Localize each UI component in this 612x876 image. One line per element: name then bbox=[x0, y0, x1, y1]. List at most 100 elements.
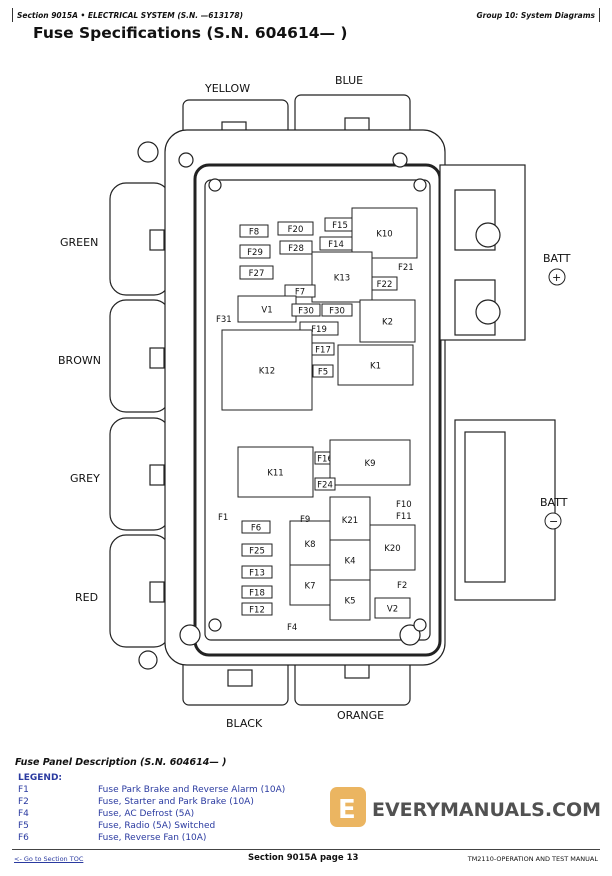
relay-k1-box bbox=[337, 344, 414, 386]
callout-label: F31 bbox=[216, 315, 232, 325]
fuse-f28-box bbox=[279, 240, 313, 255]
fuse-label: F5 bbox=[318, 368, 328, 378]
fuse-label: F17 bbox=[315, 346, 331, 356]
fuse-label: F19 bbox=[311, 325, 327, 335]
fuse-f12-box bbox=[241, 602, 273, 616]
fuse-f13-box bbox=[241, 565, 273, 579]
footer-divider bbox=[12, 849, 600, 850]
batt-positive-label: BATT bbox=[543, 252, 571, 265]
callout-label: F11 bbox=[396, 512, 412, 522]
fuse-label: F8 bbox=[249, 228, 259, 238]
connector-yellow-label: YELLOW bbox=[204, 82, 250, 95]
fuse-label: F15 bbox=[332, 221, 348, 231]
legend-text: Fuse, AC Defrost (5A) bbox=[98, 809, 195, 819]
fuse-f24-box bbox=[314, 477, 336, 491]
relay-label: K2 bbox=[382, 318, 393, 328]
fuse-f5-box bbox=[312, 364, 334, 378]
relay-label: K10 bbox=[376, 230, 392, 240]
legend-text: Fuse, Starter and Park Brake (10A) bbox=[98, 797, 254, 807]
relay-label: K11 bbox=[267, 469, 283, 479]
fuse-label: F25 bbox=[249, 547, 265, 557]
relay-label: K8 bbox=[305, 540, 316, 550]
diode-label: V2 bbox=[387, 605, 398, 615]
fuse-f6-box bbox=[241, 520, 271, 534]
fuse-f30-box bbox=[291, 303, 321, 317]
page-title: Fuse Specifications (S.N. 604614— ) bbox=[33, 24, 348, 42]
fuse-label: F28 bbox=[288, 244, 304, 254]
relay-k13-box bbox=[311, 251, 373, 303]
relay-label: K13 bbox=[334, 274, 350, 284]
relay-label: K20 bbox=[384, 544, 400, 554]
header-group: Group 10: System Diagrams bbox=[476, 11, 596, 20]
connector-brown-label: BROWN bbox=[58, 354, 101, 367]
callout-label: F21 bbox=[398, 263, 414, 273]
fuse-label: F22 bbox=[377, 280, 393, 290]
fuse-label: F30 bbox=[329, 307, 345, 317]
relay-label: K9 bbox=[365, 459, 376, 469]
diode-v1-box bbox=[237, 295, 297, 323]
relay-k7-box bbox=[289, 564, 331, 606]
watermark-logo: E EVERYMANUALS.COM bbox=[330, 787, 600, 827]
fuse-label: F18 bbox=[249, 589, 265, 599]
fuse-label: F24 bbox=[317, 481, 333, 491]
plus-icon bbox=[548, 268, 566, 286]
fuse-label: F29 bbox=[247, 248, 263, 258]
legend-heading: LEGEND: bbox=[18, 773, 63, 783]
header-section: Section 9015A • ELECTRICAL SYSTEM (S.N. … bbox=[17, 11, 243, 20]
legend-key: F6 bbox=[18, 833, 29, 843]
connector-grey-label: GREY bbox=[70, 472, 100, 485]
fuse-f7-box bbox=[284, 284, 316, 298]
fuse-f20-box bbox=[277, 221, 314, 236]
relay-k21-box bbox=[329, 496, 371, 543]
fuse-label: F14 bbox=[328, 240, 344, 250]
relay-k12-box bbox=[221, 329, 313, 411]
fuse-label: F7 bbox=[295, 288, 305, 298]
fuse-label: F6 bbox=[251, 524, 261, 534]
fuse-label: F20 bbox=[288, 225, 304, 235]
legend-key: F4 bbox=[18, 809, 29, 819]
relay-label: K12 bbox=[259, 367, 275, 377]
legend-key: F1 bbox=[18, 785, 29, 795]
minus-icon bbox=[544, 512, 562, 530]
legend-key: F2 bbox=[18, 797, 29, 807]
legend-row: F6 Fuse, Reverse Fan (10A) bbox=[18, 832, 285, 844]
page-header: Section 9015A • ELECTRICAL SYSTEM (S.N. … bbox=[12, 8, 600, 22]
callout-label: F1 bbox=[218, 513, 228, 523]
fuse-label: F12 bbox=[249, 606, 265, 616]
fuse-f30-box bbox=[321, 303, 353, 317]
section-toc-link[interactable]: <- Go to Section TOC bbox=[14, 855, 84, 863]
svg-text:E: E bbox=[338, 795, 356, 825]
fuse-label: F30 bbox=[298, 307, 314, 317]
relay-label: K21 bbox=[342, 516, 358, 526]
fuse-label: F16 bbox=[317, 455, 333, 465]
fuse-label: F13 bbox=[249, 569, 265, 579]
watermark-text: EVERYMANUALS.COM bbox=[372, 799, 600, 821]
fuse-f17-box bbox=[311, 342, 335, 356]
legend-row: F2 Fuse, Starter and Park Brake (10A) bbox=[18, 796, 285, 808]
relay-label: K1 bbox=[370, 362, 381, 372]
relay-k10-box bbox=[351, 207, 418, 259]
relay-label: K7 bbox=[305, 582, 316, 592]
relay-k9-box bbox=[329, 439, 411, 486]
connector-green-label: GREEN bbox=[60, 236, 98, 249]
panel-description-title: Fuse Panel Description (S.N. 604614— ) bbox=[15, 757, 227, 768]
fuse-f29-box bbox=[239, 244, 271, 259]
batt-positive-symbol: + bbox=[552, 271, 561, 284]
batt-negative-symbol: − bbox=[549, 515, 558, 528]
legend-row: F4 Fuse, AC Defrost (5A) bbox=[18, 808, 285, 820]
legend-text: Fuse, Reverse Fan (10A) bbox=[98, 833, 207, 843]
fuse-f14-box bbox=[319, 236, 353, 251]
connector-black-label: BLACK bbox=[226, 717, 263, 730]
fuse-f18-box bbox=[241, 585, 273, 599]
relay-k5-box bbox=[329, 579, 371, 621]
connector-orange-label: ORANGE bbox=[337, 709, 384, 722]
callout-label: F10 bbox=[396, 500, 412, 510]
fuse-label: F27 bbox=[249, 269, 265, 279]
diode-label: V1 bbox=[261, 306, 272, 316]
fuse-f8-box bbox=[239, 224, 269, 238]
